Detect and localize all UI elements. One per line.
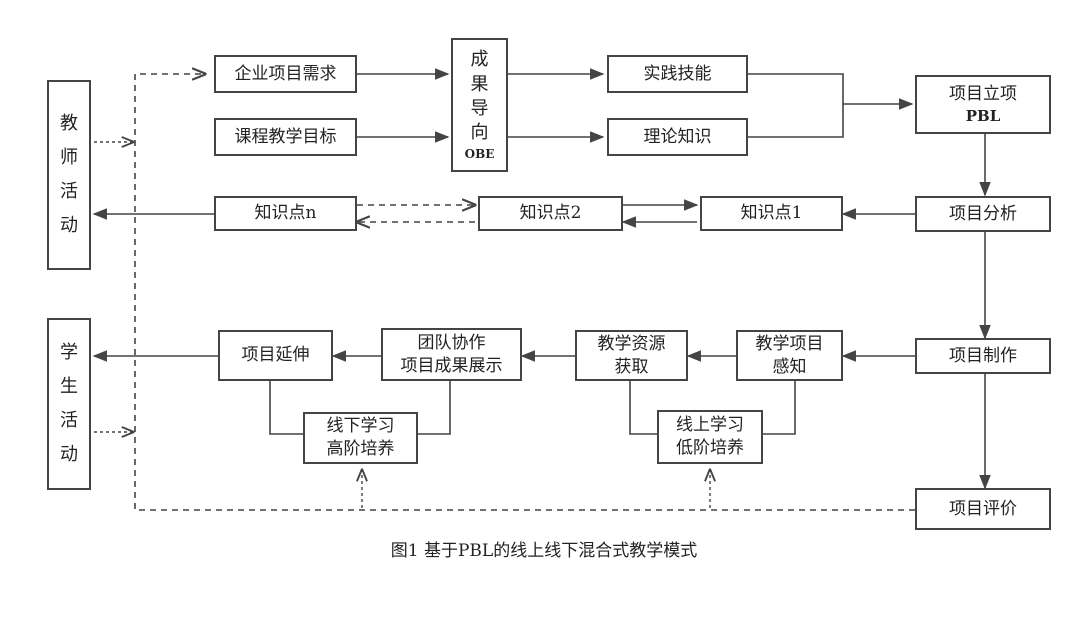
line-extend-offline <box>269 381 303 435</box>
project-make-box: 项目制作 <box>915 338 1051 374</box>
enterprise-demand-box: 企业项目需求 <box>214 55 357 93</box>
student-activity-box: 学 生 活 动 <box>47 318 91 490</box>
knowledge-point-1-box: 知识点1 <box>700 196 843 231</box>
obe-box: 成 果 导 向 OBE <box>451 38 508 172</box>
project-extend-box: 项目延伸 <box>218 330 333 381</box>
team-collab-box: 团队协作 项目成果展示 <box>381 328 522 381</box>
project-perceive-box: 教学项目 感知 <box>736 330 843 381</box>
course-goal-box: 课程教学目标 <box>214 118 357 156</box>
dashed-eval-to-enterprise <box>134 74 915 511</box>
obe-label: 成 果 导 向 <box>470 49 489 144</box>
project-eval-box: 项目评价 <box>915 488 1051 530</box>
project-setup-sublabel: PBL <box>965 106 1001 125</box>
knowledge-point-n-box: 知识点n <box>214 196 357 231</box>
project-analysis-box: 项目分析 <box>915 196 1051 232</box>
teacher-activity-box: 教 师 活 动 <box>47 80 91 270</box>
teaching-resource-box: 教学资源 获取 <box>575 330 688 381</box>
offline-learning-box: 线下学习 高阶培养 <box>303 412 418 464</box>
theory-knowledge-box: 理论知识 <box>607 118 748 156</box>
obe-sublabel: OBE <box>464 146 495 161</box>
knowledge-point-2-box: 知识点2 <box>478 196 623 231</box>
line-perceive-online <box>763 381 796 435</box>
line-practice-merge <box>748 73 844 138</box>
practice-skill-box: 实践技能 <box>607 55 748 93</box>
line-team-offline <box>418 381 451 435</box>
figure-caption: 图1 基于PBL的线上线下混合式教学模式 <box>390 541 698 561</box>
online-learning-box: 线上学习 低阶培养 <box>657 410 763 464</box>
project-setup-label: 项目立项 <box>949 83 1017 104</box>
project-setup-box: 项目立项 PBL <box>915 75 1051 134</box>
line-resource-online <box>629 381 657 435</box>
